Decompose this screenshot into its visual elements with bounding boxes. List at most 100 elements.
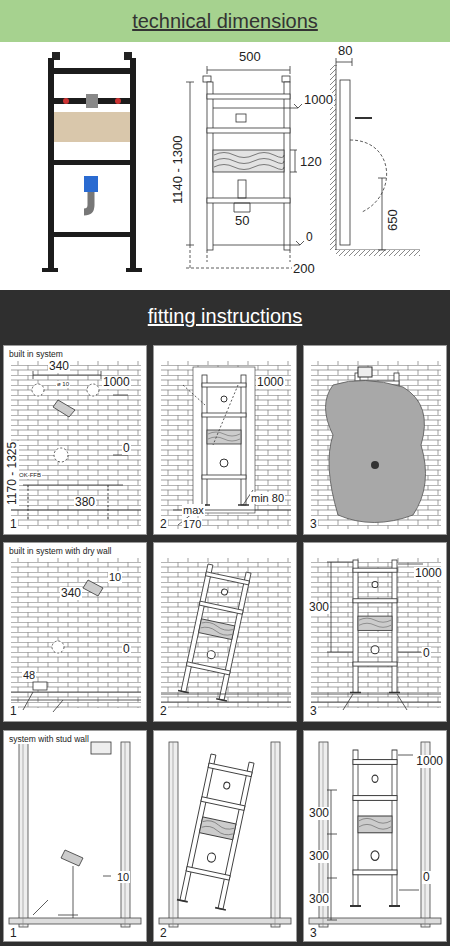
step-label: 1 bbox=[9, 518, 18, 531]
step-label: 3 bbox=[309, 705, 318, 718]
wall-drawing bbox=[11, 558, 141, 712]
panel-grounds bbox=[303, 542, 447, 722]
front-view bbox=[236, 114, 246, 122]
front-view bbox=[186, 66, 304, 268]
wall-drawing bbox=[193, 367, 255, 513]
front-view bbox=[214, 153, 284, 170]
step-label: 1 bbox=[9, 927, 18, 940]
panel-grounds bbox=[303, 345, 447, 535]
step-label: 1 bbox=[9, 705, 18, 718]
step-label: OK-FFB bbox=[18, 472, 42, 479]
wall-drawing bbox=[311, 558, 441, 710]
step-label: 48 bbox=[22, 669, 36, 681]
wall-drawing bbox=[371, 461, 379, 469]
step-label: 300 bbox=[308, 850, 330, 863]
step-label: 1000 bbox=[256, 376, 285, 389]
step-panel: built in system340ø 1010001170 - 13250OK… bbox=[3, 345, 147, 535]
step-label: 170 bbox=[182, 518, 202, 530]
stud-wall-drawing bbox=[350, 750, 400, 906]
wall-drawing bbox=[83, 580, 103, 596]
wall-drawing bbox=[326, 380, 426, 522]
front-view bbox=[234, 203, 250, 212]
panel-grounds bbox=[153, 542, 297, 722]
frame-photo bbox=[42, 52, 142, 272]
section-band: fitting instructions bbox=[0, 290, 450, 343]
page-title: technical dimensions bbox=[0, 10, 450, 32]
side-view bbox=[336, 58, 352, 66]
frame-photo bbox=[84, 192, 91, 212]
dimension-label: 50 bbox=[234, 214, 250, 228]
wall-drawing bbox=[52, 641, 64, 653]
stud-wall-drawing bbox=[91, 742, 111, 754]
step-label: 1000 bbox=[414, 567, 443, 580]
stud-wall-drawing bbox=[177, 753, 257, 910]
wall-drawing bbox=[161, 694, 291, 702]
step-label: 2 bbox=[159, 927, 168, 940]
step-label: 3 bbox=[309, 518, 318, 531]
step-panel: 1000 300 0 3 bbox=[303, 542, 447, 722]
panel-grounds bbox=[3, 730, 147, 942]
stud-wall-drawing bbox=[159, 742, 291, 927]
wall-drawing bbox=[161, 558, 291, 708]
front-view bbox=[203, 76, 211, 82]
frame-photo bbox=[42, 268, 58, 272]
panel-grounds bbox=[3, 345, 447, 942]
step-label: 0 bbox=[122, 442, 131, 455]
wall-drawing bbox=[161, 361, 291, 529]
dimension-label: 500 bbox=[238, 50, 262, 64]
frame-photo bbox=[48, 68, 136, 74]
dimension-label: 120 bbox=[299, 155, 323, 169]
stud-wall-drawing bbox=[159, 742, 291, 927]
step-label: 2 bbox=[159, 518, 168, 531]
stud-wall-drawing bbox=[73, 866, 111, 918]
wall-drawing bbox=[311, 361, 441, 529]
title-band bbox=[0, 0, 450, 42]
front-view bbox=[213, 241, 304, 245]
stud-wall-drawing bbox=[309, 742, 441, 927]
dimension-label: 1140 - 1300 bbox=[171, 135, 185, 205]
front-view bbox=[207, 66, 290, 74]
dimension-label: 0 bbox=[305, 231, 314, 244]
step-panel: 3 bbox=[303, 345, 447, 535]
panel-grounds bbox=[153, 345, 297, 535]
step-label: 340 bbox=[48, 360, 70, 373]
wall-drawing bbox=[161, 361, 291, 529]
step-panel: 1000min 80max1702 bbox=[153, 345, 297, 535]
step-panel: 2 bbox=[153, 542, 297, 722]
drawing-ground bbox=[0, 42, 450, 290]
step-label: built in system with dry wall bbox=[8, 547, 113, 556]
wall-drawing bbox=[161, 558, 291, 708]
dimension-label: 1000 bbox=[303, 93, 334, 107]
stud-wall-drawing bbox=[9, 742, 141, 927]
front-view bbox=[207, 94, 290, 99]
wall-drawing bbox=[183, 385, 238, 445]
panel-grounds bbox=[3, 345, 147, 535]
side-view bbox=[330, 58, 420, 256]
wall-drawing bbox=[32, 384, 44, 396]
step-label: 1000 bbox=[102, 376, 131, 389]
step-label: 1000 bbox=[415, 755, 444, 768]
wall-drawing bbox=[350, 560, 400, 693]
wall-drawing bbox=[173, 385, 291, 525]
front-view bbox=[282, 76, 290, 82]
wall-drawing bbox=[11, 371, 141, 520]
wall-drawing bbox=[11, 361, 141, 529]
stud-wall-drawing bbox=[327, 755, 419, 920]
step-label: 0 bbox=[422, 647, 431, 660]
front-view bbox=[186, 82, 194, 245]
frame-photo bbox=[86, 94, 98, 108]
step-label: 340 bbox=[60, 587, 82, 600]
step-label: 2 bbox=[159, 705, 168, 718]
wall-drawing bbox=[54, 448, 68, 462]
wall-drawing bbox=[11, 361, 141, 529]
wall-drawing bbox=[53, 400, 75, 417]
front-view bbox=[238, 180, 246, 198]
wall-drawing bbox=[11, 558, 141, 708]
dimension-label: 650 bbox=[386, 208, 400, 232]
side-view bbox=[336, 65, 337, 250]
wall-drawing bbox=[358, 367, 372, 377]
wall-drawing bbox=[28, 485, 108, 520]
step-label: 300 bbox=[308, 601, 330, 614]
panel-grounds bbox=[153, 730, 297, 942]
